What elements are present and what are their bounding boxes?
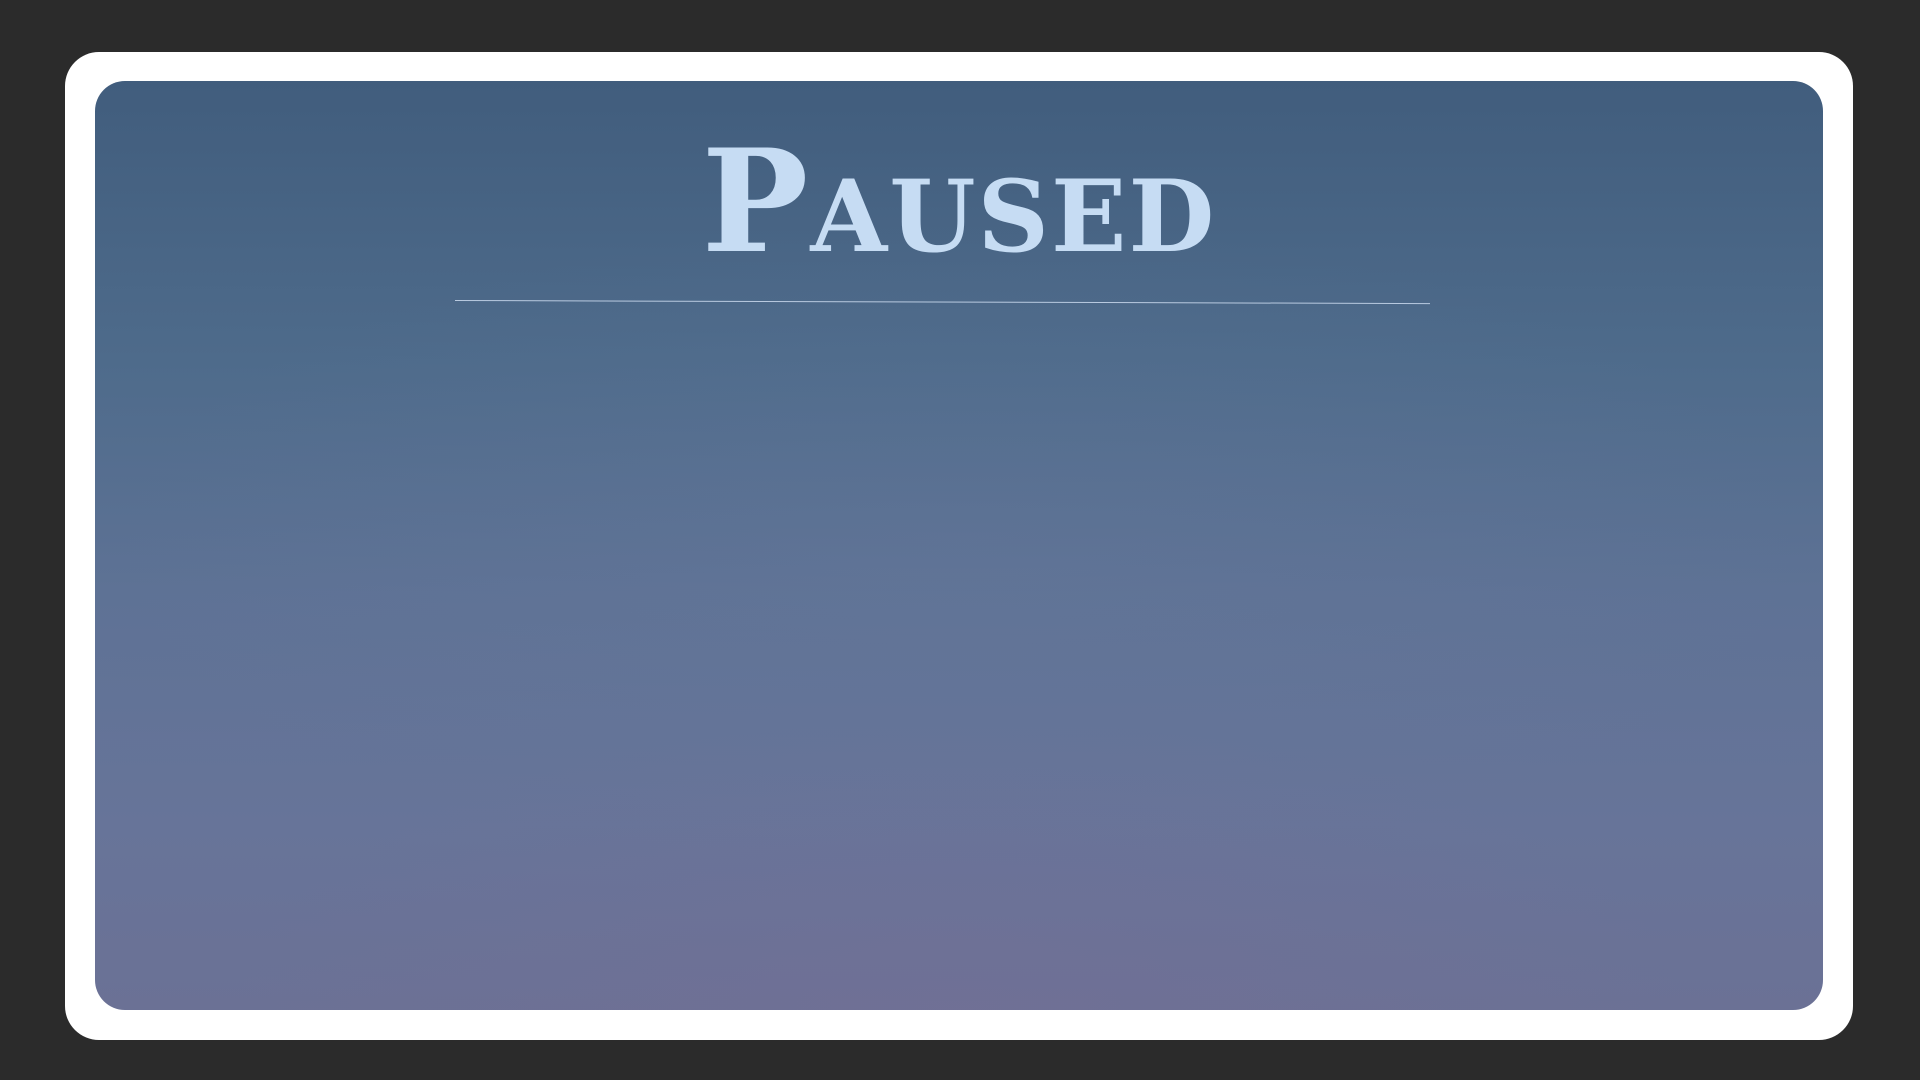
pause-title: Paused	[701, 119, 1217, 285]
pause-menu-panel: Paused	[95, 81, 1823, 1010]
pause-menu-frame: Paused	[65, 52, 1853, 1040]
panel-background-glow	[95, 81, 1823, 1010]
